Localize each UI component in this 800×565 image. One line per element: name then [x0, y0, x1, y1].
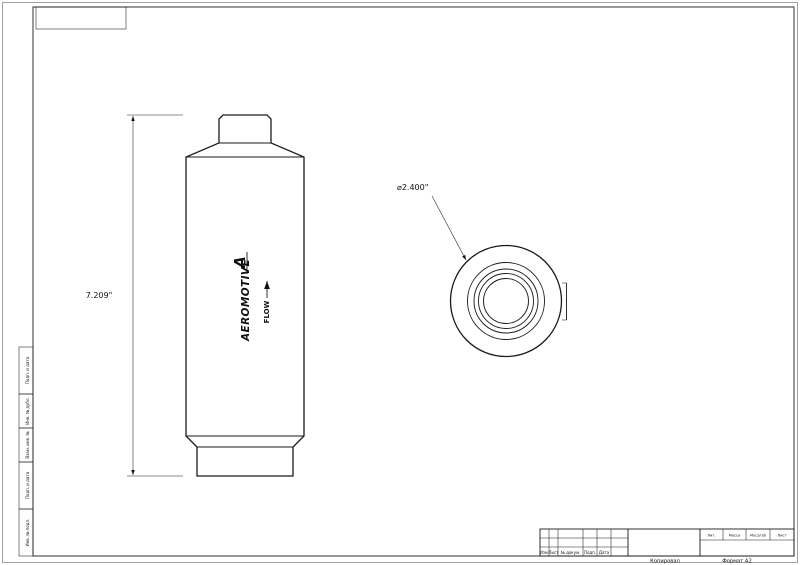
diameter-dimension-label: ⌀2.400"	[397, 183, 428, 192]
format-label: Формат А2	[722, 559, 752, 565]
height-dimension-label: 7.209"	[86, 291, 113, 300]
applicability-box	[35, 6, 127, 30]
height-dimension: 7.209"	[86, 114, 183, 477]
diameter-dimension: ⌀2.400"	[397, 183, 467, 261]
diameter-leader-line	[431, 195, 467, 261]
margin-label-1: Подп. и дата	[25, 356, 30, 384]
flow-label: FLOW	[263, 300, 271, 323]
margin-label-2: Инв. № дубл.	[25, 397, 30, 424]
titleblock-scale-label: Масштаб	[750, 534, 766, 538]
outer-diameter-circle	[449, 244, 563, 358]
flow-indicator: FLOW	[263, 281, 271, 323]
aeromotive-logo: A AEROMOTIVE	[231, 252, 252, 342]
copied-label: Копировал	[650, 559, 680, 565]
title-block: Изм. Лист № докум. Подп. Дата Лит. Масса…	[539, 528, 795, 557]
logo-emblem: A	[231, 256, 249, 269]
margin-label-5: Инв. № подл.	[25, 519, 30, 547]
titleblock-col-list: Лист	[548, 550, 559, 555]
titleblock-mass-label: Масса	[729, 534, 740, 538]
logo-brand: AEROMOTIVE	[240, 259, 252, 342]
end-view: ⌀2.400"	[397, 183, 567, 358]
side-view: A AEROMOTIVE FLOW 7.209"	[86, 114, 305, 477]
titleblock-col-podp: Подп.	[584, 550, 596, 555]
titleblock-col-docnum: № докум.	[561, 550, 581, 555]
side-port-mark	[562, 282, 567, 321]
margin-label-4: Подп. и дата	[25, 471, 30, 499]
left-margin-column: Подп. и дата Инв. № дубл. Взам. инв. № П…	[18, 346, 34, 557]
filter-outline	[185, 114, 305, 477]
titleblock-lit-label: Лит.	[707, 534, 715, 538]
titleblock-col-izm: Изм.	[540, 550, 549, 555]
titleblock-sheet-label: Лист	[777, 534, 786, 538]
margin-label-3: Взам. инв. №	[25, 431, 30, 458]
titleblock-col-data: Дата	[599, 550, 610, 555]
